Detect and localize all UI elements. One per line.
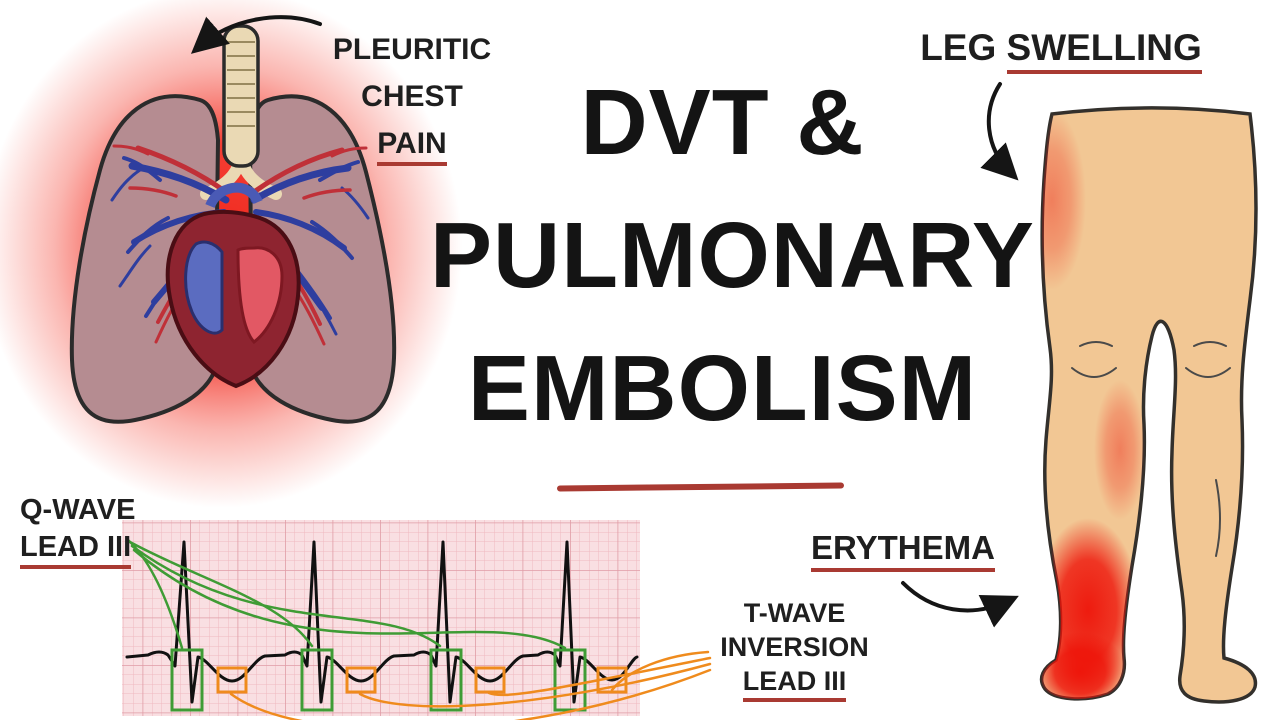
- t-wave-box: [474, 666, 506, 694]
- erythema-label: ERYTHEMA: [808, 528, 998, 572]
- annotation-arrows: [190, 15, 1019, 628]
- legs-illustration: [1039, 106, 1258, 704]
- leg-swelling-prefix: LEG: [920, 27, 1007, 68]
- ecg-trace: [125, 540, 639, 704]
- title-line-1: DVT &: [580, 70, 865, 174]
- q-wave-box: [553, 648, 587, 712]
- pleuritic-line-3: PAIN: [377, 127, 447, 166]
- q-wave-box: [170, 648, 204, 712]
- pleuritic-chest-pain-label: PLEURITIC CHEST PAIN: [322, 26, 502, 167]
- leg-contour-lines: [1071, 341, 1231, 557]
- q-wave-connector-lines: [126, 538, 567, 650]
- heart-right-chamber: [184, 240, 224, 335]
- page-title: DVT & PULMONARY EMBOLISM: [430, 56, 1032, 455]
- t-wave-box: [216, 666, 248, 694]
- q-wave-label: Q-WAVE LEAD III: [20, 492, 160, 569]
- t-wave-line-1: T-WAVE: [743, 598, 846, 628]
- t-wave-connector-lines: [229, 650, 712, 720]
- t-wave-line-3: LEAD III: [742, 666, 847, 702]
- ecg-strip: [122, 520, 712, 720]
- heart-left-chamber: [236, 246, 284, 345]
- pleuritic-line-1: PLEURITIC: [332, 33, 492, 66]
- title-line-2: PULMONARY: [430, 203, 1034, 307]
- t-wave-highlight-boxes: [216, 666, 628, 694]
- leg-swelling-label: LEG SWELLING: [915, 26, 1207, 74]
- q-wave-line-1: Q-WAVE: [20, 494, 136, 526]
- q-wave-box: [429, 648, 463, 712]
- q-wave-line-2: LEAD III: [20, 531, 132, 569]
- t-wave-box: [345, 666, 377, 694]
- t-wave-line-2: INVERSION: [720, 632, 869, 662]
- q-wave-highlight-boxes: [170, 648, 587, 712]
- title-line-3: EMBOLISM: [467, 336, 978, 440]
- lungs-illustration: [0, 0, 462, 508]
- pleuritic-line-2: CHEST: [361, 80, 463, 113]
- trachea: [222, 24, 260, 168]
- leg-swelling-arrow: [980, 82, 1019, 181]
- heart: [165, 182, 301, 389]
- erythema-arrow: [901, 581, 1019, 628]
- pleuritic-arrow: [190, 15, 322, 54]
- leg-swelling-highlight: SWELLING: [1006, 27, 1202, 74]
- erythema-text: ERYTHEMA: [811, 529, 995, 572]
- t-wave-inversion-label: T-WAVE INVERSION LEAD III: [712, 596, 877, 702]
- q-wave-box: [300, 648, 334, 712]
